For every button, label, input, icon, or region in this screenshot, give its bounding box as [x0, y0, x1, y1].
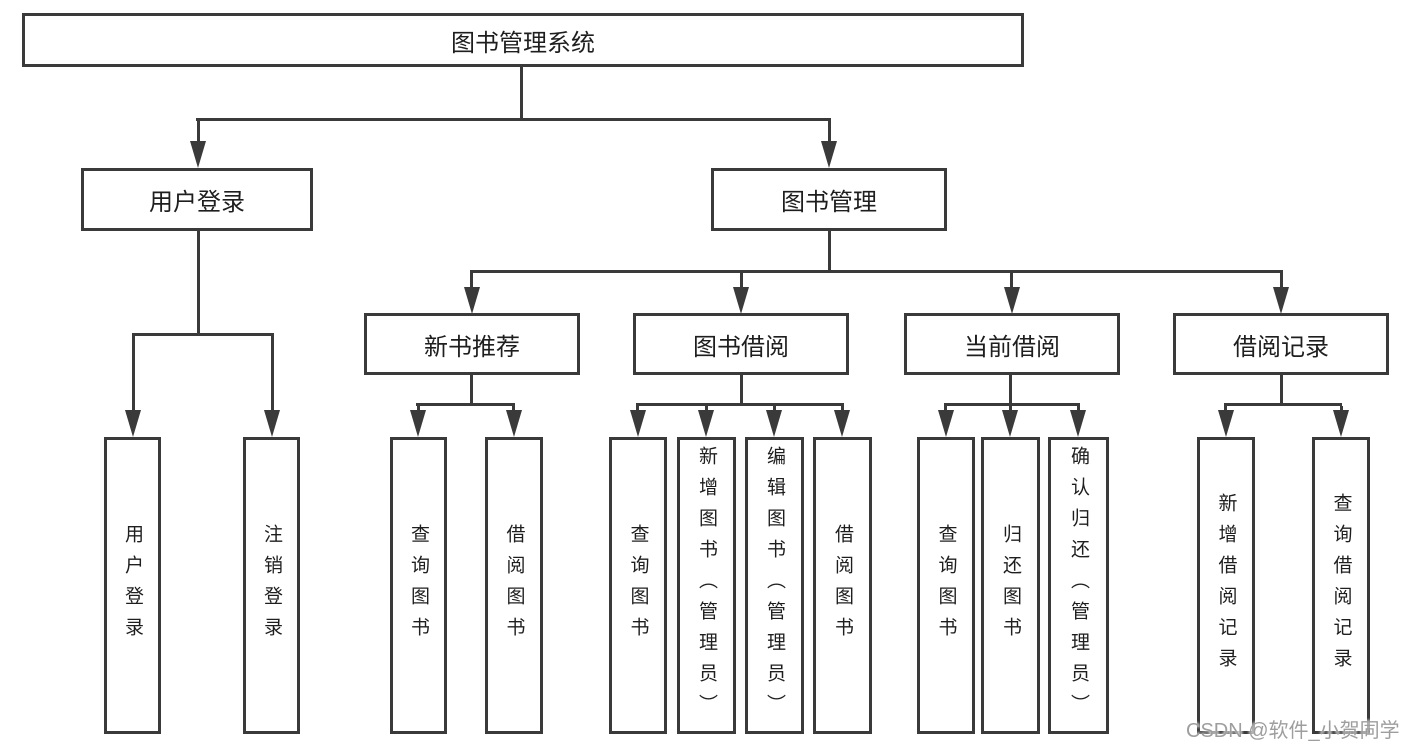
leaf-query-books: 查询图书 [609, 437, 667, 734]
connector-leaf-stem [512, 406, 515, 412]
node-user-login: 用户登录 [81, 168, 313, 231]
connector-user-login-down [197, 231, 200, 336]
leaf-query-books: 查询图书 [390, 437, 447, 734]
leaf-query-borrow-record: 查询借阅记录 [1312, 437, 1370, 734]
connector-leaf-stem [1077, 406, 1080, 412]
connector-leaf-stem [271, 336, 274, 411]
node-current-borrow: 当前借阅 [904, 313, 1120, 375]
connector-leaf-stem [841, 406, 844, 412]
connector-leaf-stem [1224, 406, 1227, 412]
connector-leaf-stem [1340, 406, 1343, 412]
leaf-return-books: 归还图书 [981, 437, 1040, 734]
arrow-down-icon [1004, 287, 1020, 314]
arrow-down-icon [733, 287, 749, 314]
leaf-label: 确认归还（管理员） [1068, 446, 1089, 725]
connector-current-branch [944, 403, 1080, 406]
connector-leaf-stem [1009, 406, 1012, 412]
arrow-down-icon [630, 410, 646, 437]
leaf-label: 查询借阅记录 [1330, 492, 1352, 679]
leaf-label: 查询图书 [627, 523, 649, 648]
leaf-logout: 注销登录 [243, 437, 300, 734]
connector-leaf-stem [636, 406, 639, 412]
connector-book-mgmt-down [828, 231, 831, 273]
arrow-down-icon [1273, 287, 1289, 314]
leaf-label: 借阅图书 [832, 523, 853, 648]
leaf-add-books-admin: 新增图书（管理员） [677, 437, 736, 734]
connector-borrow-down [740, 375, 743, 406]
connector-records-branch [1224, 403, 1342, 406]
connector-level3-stem [1010, 273, 1013, 288]
connector-leaf-stem [944, 406, 947, 412]
connector-book-mgmt-stem [828, 121, 831, 145]
arrow-down-icon [1218, 410, 1234, 437]
arrow-down-icon [834, 410, 850, 437]
leaf-borrow-books: 借阅图书 [485, 437, 543, 734]
arrow-down-icon [464, 287, 480, 314]
watermark: CSDN @软件_小贺同学 [1186, 720, 1400, 742]
leaf-edit-books-admin: 编辑图书（管理员） [745, 437, 804, 734]
connector-borrow-branch [636, 403, 844, 406]
arrow-down-icon [190, 141, 206, 168]
arrow-down-icon [821, 141, 837, 168]
node-borrow-records: 借阅记录 [1173, 313, 1389, 375]
arrow-down-icon [938, 410, 954, 437]
connector-current-down [1009, 375, 1012, 406]
leaf-label: 查询图书 [935, 523, 957, 648]
connector-level3-branch [470, 270, 1283, 273]
node-book-borrow: 图书借阅 [633, 313, 849, 375]
connector-recommend-down [470, 375, 473, 406]
leaf-label: 借阅图书 [503, 523, 525, 648]
leaf-label: 查询图书 [408, 523, 429, 648]
leaf-confirm-return-admin: 确认归还（管理员） [1048, 437, 1109, 734]
connector-level3-stem [1280, 273, 1283, 288]
leaf-label: 归还图书 [1000, 523, 1021, 648]
arrow-down-icon [1002, 410, 1018, 437]
leaf-label: 注销登录 [261, 523, 282, 648]
arrow-down-icon [410, 410, 426, 437]
connector-leaf-stem [773, 406, 776, 412]
connector-leaf-stem [132, 336, 135, 411]
arrow-down-icon [264, 410, 280, 437]
arrow-down-icon [125, 410, 141, 437]
leaf-add-borrow-record: 新增借阅记录 [1197, 437, 1255, 734]
arrow-down-icon [1070, 410, 1086, 437]
connector-level3-stem [470, 273, 473, 288]
leaf-query-books: 查询图书 [917, 437, 975, 734]
leaf-label: 新增借阅记录 [1215, 492, 1237, 679]
leaf-label: 用户登录 [122, 523, 143, 648]
leaf-label: 新增图书（管理员） [696, 446, 717, 725]
leaf-label: 编辑图书（管理员） [764, 446, 785, 725]
connector-login-branch [132, 333, 274, 336]
connector-user-login-stem [197, 121, 200, 145]
connector-leaf-stem [417, 406, 420, 412]
arrow-down-icon [506, 410, 522, 437]
connector-leaf-stem [705, 406, 708, 412]
connector-level2-branch [196, 118, 831, 121]
arrow-down-icon [698, 410, 714, 437]
node-root: 图书管理系统 [22, 13, 1024, 67]
connector-records-down [1280, 375, 1283, 406]
node-new-book-recommend: 新书推荐 [364, 313, 580, 375]
leaf-borrow-books: 借阅图书 [813, 437, 872, 734]
arrow-down-icon [1333, 410, 1349, 437]
connector-level3-stem [740, 273, 743, 288]
connector-recommend-branch [416, 403, 515, 406]
arrow-down-icon [766, 410, 782, 437]
connector-root-stub [520, 66, 523, 121]
leaf-user-login: 用户登录 [104, 437, 161, 734]
node-book-management: 图书管理 [711, 168, 947, 231]
